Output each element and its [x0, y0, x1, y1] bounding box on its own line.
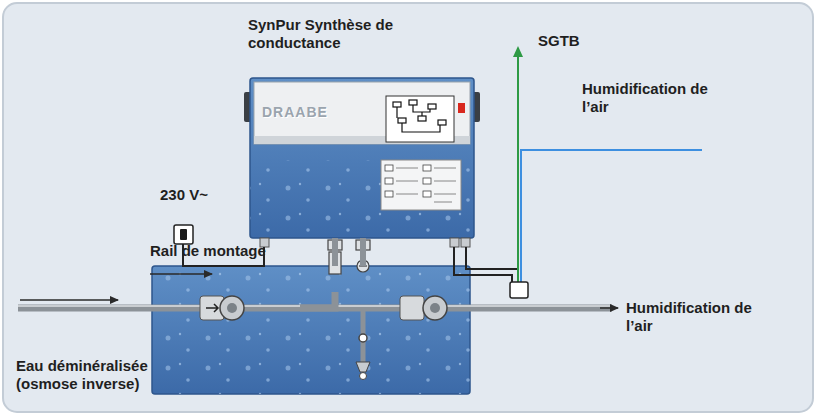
device-housing: SynPur Synthèse de conductanceDRAABE: [250, 78, 474, 238]
brand-logo: DRAABE: [262, 104, 372, 120]
device-title: SynPur Synthèse de conductance: [248, 16, 398, 52]
water-pipe: [360, 238, 366, 266]
output-label: Humidification de l’air: [582, 80, 722, 116]
water-pipe: [332, 238, 338, 266]
input-label: Eau déminéralisée (osmose inverse): [16, 357, 186, 393]
mounting-rail: Rail de montage: [152, 266, 470, 394]
voltage-label: 230 V~: [160, 186, 240, 204]
rail-title: Rail de montage: [150, 242, 350, 260]
output-label: Humidification de l’air: [626, 299, 766, 335]
signal-name: SGTB: [538, 32, 618, 50]
